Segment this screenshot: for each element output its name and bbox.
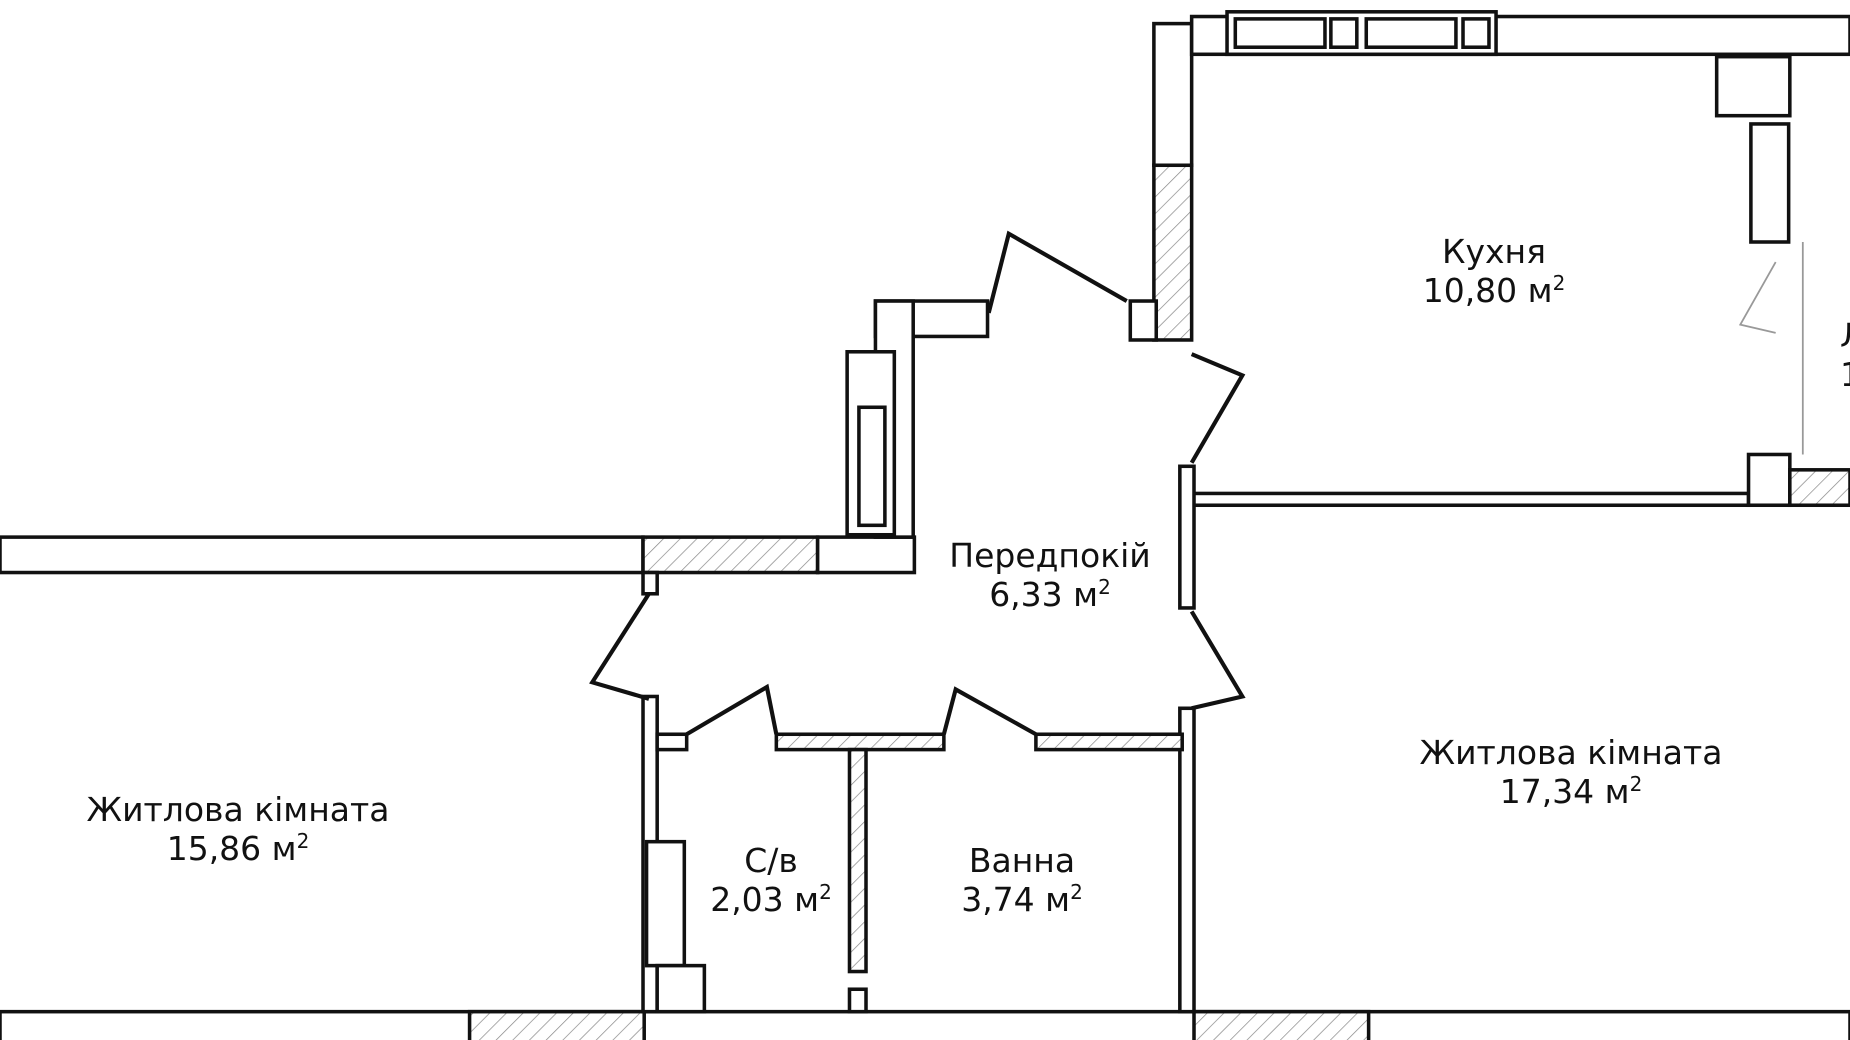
wall (1152, 163, 1194, 342)
shaft (644, 839, 687, 968)
area-value: 10,80 м (1422, 271, 1553, 310)
room-name: Передпокій (949, 536, 1151, 575)
room-name: Житлова кімната (86, 790, 390, 829)
window (1233, 17, 1327, 49)
room-area: 6,33 м2 (949, 575, 1151, 614)
room-name: Кухня (1442, 232, 1546, 271)
room-area: 17,34 м2 (1420, 772, 1723, 811)
wall (847, 987, 868, 1014)
area-value: 2,03 м (710, 880, 820, 919)
shaft (857, 405, 887, 528)
unit-sup: 2 (819, 880, 832, 904)
wall (847, 747, 868, 974)
area-value: 6,33 м (989, 575, 1099, 614)
door-swing (1189, 352, 1246, 464)
door-swing (1189, 610, 1246, 711)
unit-sup: 2 (1098, 575, 1111, 599)
wall (1178, 706, 1196, 1014)
unit-sup: 2 (1629, 772, 1643, 796)
unit-sup: 2 (1552, 271, 1566, 295)
area-value: 17,34 м (1499, 772, 1630, 811)
wall (1128, 299, 1159, 342)
room-name: Житлова кімната (1419, 733, 1723, 772)
room-area: 10,80 м2 (1423, 271, 1566, 310)
room-area: 2,03 м2 (710, 880, 832, 919)
door-swing (685, 683, 779, 737)
door-swing (589, 592, 651, 701)
window (1329, 17, 1359, 49)
unit-sup: 2 (1070, 880, 1083, 904)
wall (0, 535, 645, 575)
wall (0, 1009, 1850, 1040)
wall (815, 535, 917, 575)
wall (641, 535, 820, 575)
wall (774, 732, 946, 752)
vent (1714, 54, 1792, 118)
unit-sup: 2 (296, 829, 310, 853)
wall (1788, 468, 1850, 508)
area-value: 15,86 м (166, 829, 297, 868)
room-area: 3,74 м2 (961, 880, 1083, 919)
room-area: 1 (1840, 355, 1850, 394)
window (1364, 17, 1458, 49)
wall (641, 570, 659, 596)
wall (467, 1009, 646, 1040)
wall (1178, 464, 1196, 610)
room-name: С/в (744, 841, 798, 880)
wall (1192, 1009, 1371, 1040)
wall (655, 732, 689, 752)
room-area: 15,86 м2 (87, 829, 390, 868)
room-label-partial: Л1 (1840, 316, 1850, 394)
door-swing (941, 686, 1037, 737)
wall (1152, 21, 1194, 168)
window (1461, 17, 1491, 49)
wall (1746, 452, 1792, 508)
door-swing (986, 230, 1128, 314)
door-swing (1738, 261, 1777, 334)
column (1749, 122, 1791, 244)
wall (1034, 732, 1184, 752)
shaft (655, 963, 707, 1014)
room-name: Ванна (968, 841, 1076, 880)
wall (1189, 491, 1751, 508)
area-value: 3,74 м (961, 880, 1071, 919)
room-name: Л (1840, 316, 1850, 355)
